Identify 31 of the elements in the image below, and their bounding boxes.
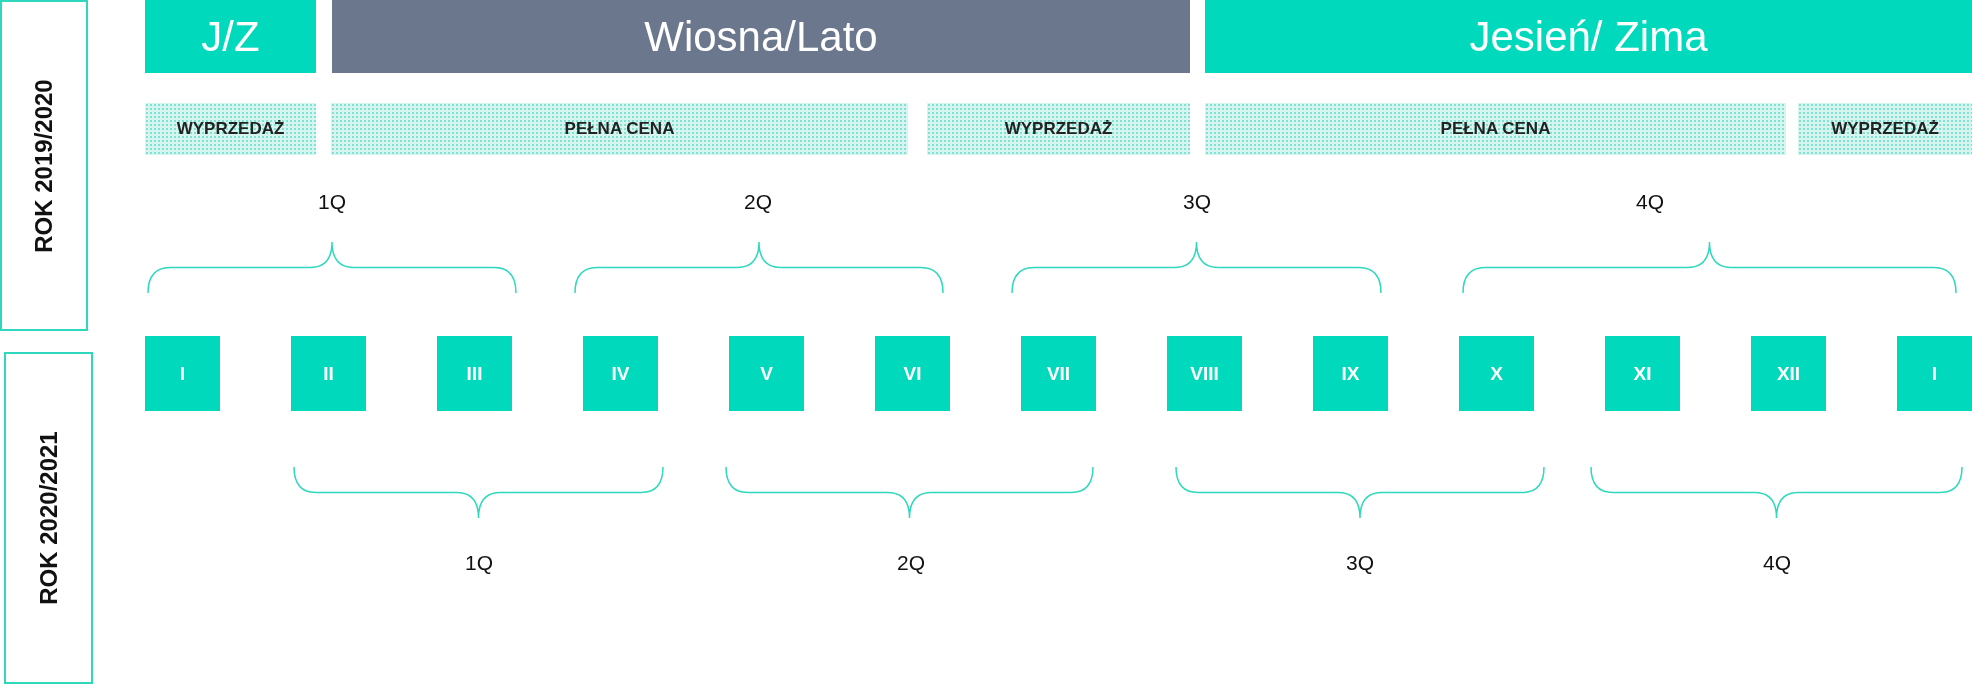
quarter-label: 1Q (318, 190, 346, 214)
month-box: I (1897, 336, 1972, 411)
month-box: IX (1313, 336, 1388, 411)
season-bar: J/Z (145, 0, 316, 73)
year-label-box: ROK 2020/2021 (4, 352, 93, 684)
month-box: XII (1751, 336, 1826, 411)
quarter-label: 1Q (465, 551, 493, 575)
quarter-label: 4Q (1636, 190, 1664, 214)
sale-period-band: PEŁNA CENA (1205, 103, 1786, 155)
sale-period-band: WYPRZEDAŻ (1798, 103, 1972, 155)
month-box: XI (1605, 336, 1680, 411)
quarter-label: 2Q (744, 190, 772, 214)
season-bar: Jesień/ Zima (1205, 0, 1972, 73)
month-box: VIII (1167, 336, 1242, 411)
quarter-label: 3Q (1183, 190, 1211, 214)
quarter-label: 3Q (1346, 551, 1374, 575)
month-box: I (145, 336, 220, 411)
quarter-label: 2Q (897, 551, 925, 575)
month-box: III (437, 336, 512, 411)
month-box: X (1459, 336, 1534, 411)
sale-period-band: WYPRZEDAŻ (927, 103, 1190, 155)
season-bar: Wiosna/Lato (332, 0, 1190, 73)
sale-period-band: PEŁNA CENA (331, 103, 908, 155)
month-box: VI (875, 336, 950, 411)
month-box: II (291, 336, 366, 411)
year-label-box: ROK 2019/2020 (0, 0, 88, 331)
month-box: V (729, 336, 804, 411)
month-box: VII (1021, 336, 1096, 411)
month-box: IV (583, 336, 658, 411)
sale-period-band: WYPRZEDAŻ (145, 103, 316, 155)
quarter-label: 4Q (1763, 551, 1791, 575)
